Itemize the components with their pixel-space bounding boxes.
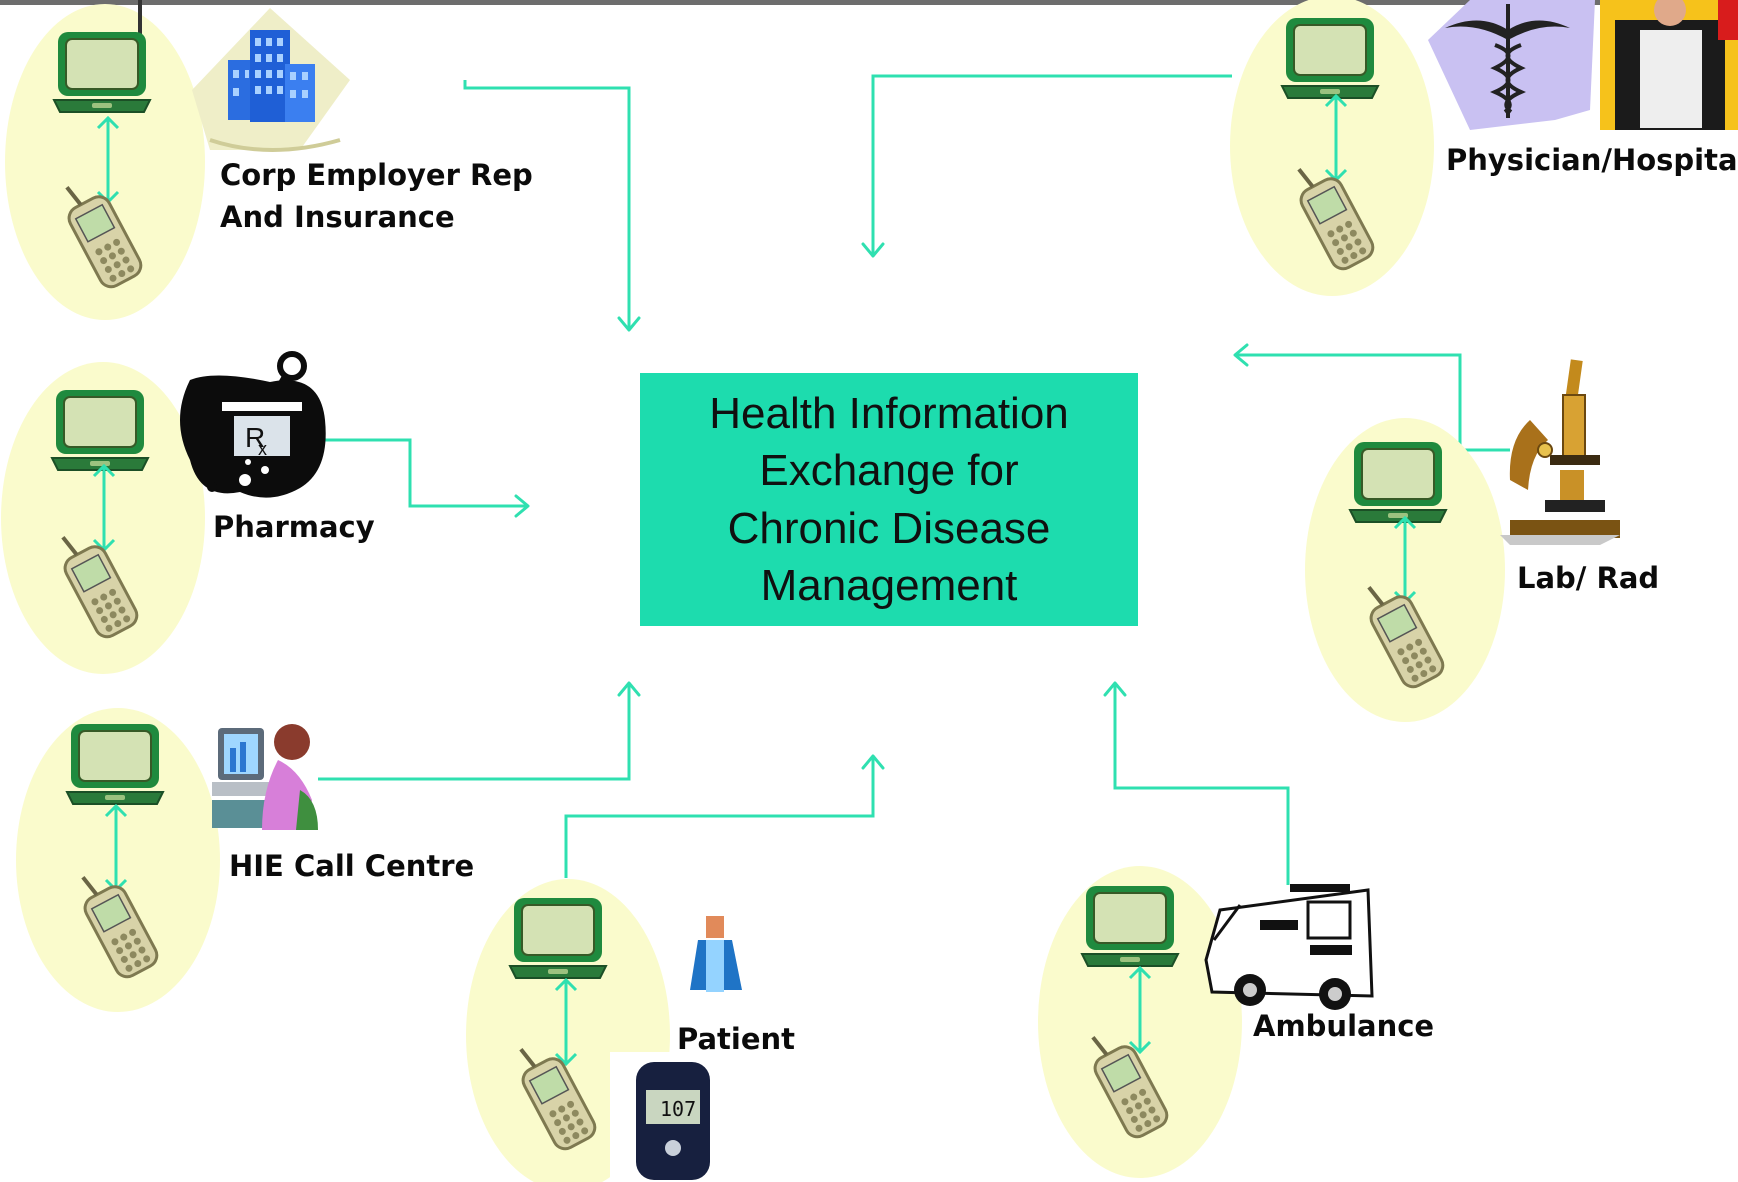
corp-device-group xyxy=(5,0,205,320)
stakeholder-label-pharmacy: Pharmacy xyxy=(213,510,375,544)
stakeholder-label-ambulance: Ambulance xyxy=(1253,1009,1435,1043)
callcentre-device-group xyxy=(16,708,220,1012)
device-bubble xyxy=(16,708,220,1012)
doctor-icon xyxy=(1600,0,1738,130)
glucose-meter-icon: 107 xyxy=(610,1052,718,1182)
physician-device-group xyxy=(1230,0,1434,296)
laptop-icon xyxy=(1281,17,1379,99)
stakeholder-label-patient: Patient xyxy=(677,1022,796,1056)
caduceus-icon xyxy=(1428,0,1595,130)
stakeholder-label-callcentre: HIE Call Centre xyxy=(229,849,475,883)
laptop-icon xyxy=(509,897,607,979)
hie-hub-box: Health Information Exchange for Chronic … xyxy=(640,373,1138,626)
person-icon xyxy=(690,916,742,992)
laptop-icon xyxy=(1349,441,1447,523)
laptop-icon xyxy=(1081,885,1179,967)
laptop-icon xyxy=(53,31,151,113)
connectors xyxy=(318,74,1510,885)
top-border xyxy=(0,0,1738,5)
microscope-icon xyxy=(1500,359,1620,545)
call-centre-operator-icon xyxy=(212,724,318,830)
lab-device-group xyxy=(1305,418,1505,722)
svg-text:R: R xyxy=(245,422,265,453)
mortar-pestle-rx-icon: R x xyxy=(180,351,326,498)
ambulance-icon xyxy=(1204,884,1374,1010)
laptop-icon xyxy=(51,389,149,471)
stakeholder-label-physician: Physician/Hospital xyxy=(1446,143,1738,177)
device-bubble xyxy=(5,4,205,320)
pharmacy-device-group xyxy=(1,362,205,674)
stakeholder-label-corp: Corp Employer Rep And Insurance xyxy=(220,158,533,235)
device-bubble xyxy=(1230,0,1434,296)
hub-title: Health Information Exchange for Chronic … xyxy=(709,389,1069,610)
ambulance-device-group xyxy=(1038,866,1242,1178)
office-building-icon xyxy=(192,8,350,152)
glucose-reading: 107 xyxy=(660,1097,696,1121)
svg-text:x: x xyxy=(258,439,267,459)
laptop-icon xyxy=(66,723,164,805)
stakeholder-label-lab: Lab/ Rad xyxy=(1517,561,1660,595)
